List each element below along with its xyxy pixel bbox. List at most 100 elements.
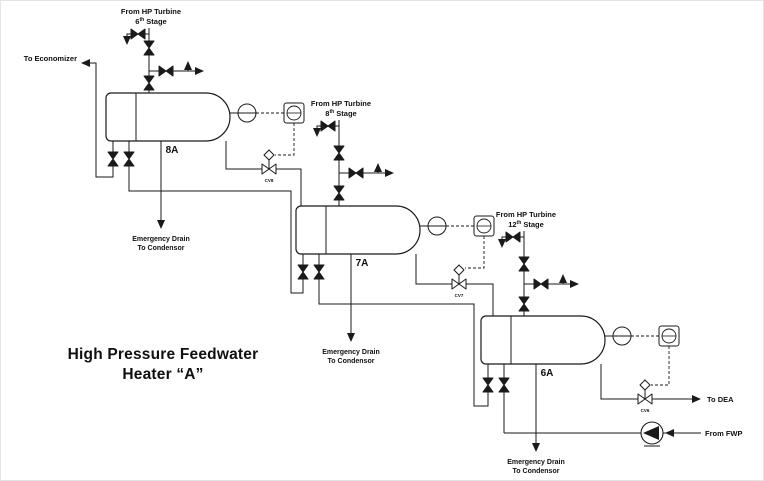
steam-source-label-6a-line2: 12th Stage (508, 220, 544, 229)
steam-block-valve1-8a (143, 40, 155, 56)
vessel-tag-7a: 7A (356, 258, 369, 269)
fw-outlet-pipe-6a (474, 364, 489, 407)
emergency-drain-arrow-7a (347, 333, 355, 342)
feedwater-pump: From FWP (504, 421, 743, 447)
to-dea-arrow (692, 395, 701, 403)
fw-inlet-pipe-7a (318, 254, 488, 407)
steam-inlet-7a: From HP Turbine 8th Stage (311, 99, 394, 206)
emergency-drain-7a: Emergency Drain To Condensor (322, 254, 380, 365)
signal-to-cv7 (465, 236, 485, 269)
vent-stub-valve-8a (130, 28, 146, 40)
normal-drain-8a: CV8 (225, 141, 302, 206)
level-gauge-icon-7a (427, 216, 447, 236)
steam-source-label-7a-line2: 8th Stage (325, 109, 356, 118)
emergency-drain-arrow-8a (157, 220, 165, 229)
vent-branch-valve-6a (533, 278, 549, 290)
to-dea-label: To DEA (707, 395, 734, 404)
vent-branch-arrow-right-8a (195, 67, 204, 75)
level-controller-icon-6a (658, 325, 680, 347)
normal-drain-pipe-6a (600, 364, 699, 400)
vessel-tag-6a: 6A (541, 368, 554, 379)
emergency-drain-label-8a-line1: Emergency Drain (132, 236, 190, 243)
steam-source-label-6a-line1: From HP Turbine (496, 210, 556, 219)
fw-outlet-valve-7a (297, 264, 309, 280)
vent-branch-arrow-up-6a (559, 274, 567, 283)
diagram-title: High Pressure Feedwater Heater “A” (68, 346, 259, 383)
vent-branch-pipe-6a (524, 276, 577, 285)
steam-block-valve2-7a (333, 185, 345, 201)
heater-7a: 7A From HP Turbine 8th Stage Emergency D… (291, 99, 495, 407)
level-instruments-6a (605, 325, 680, 386)
signal-to-cv6 (651, 346, 670, 386)
control-valve-cv6 (637, 379, 653, 405)
emergency-drain-label-7a-line1: Emergency Drain (322, 349, 380, 356)
vessel-8a (105, 92, 231, 142)
control-valve-cv7 (451, 264, 467, 290)
steam-source-label-7a-line1: From HP Turbine (311, 99, 371, 108)
vent-branch-valve-7a (348, 167, 364, 179)
vent-branch-arrow-right-6a (570, 280, 579, 288)
control-valve-label-cv6: CV6 (641, 408, 650, 413)
vent-stub-arrow-7a (313, 128, 321, 137)
title-line2: Heater “A” (122, 366, 203, 383)
level-controller-icon-8a (283, 102, 305, 124)
from-fwp-label: From FWP (705, 429, 743, 438)
vessel-tag-8a: 8A (166, 145, 179, 156)
fw-outlet-valve-8a (107, 151, 119, 167)
emergency-drain-label-6a-line2: To Condensor (513, 468, 560, 475)
level-controller-icon-7a (473, 215, 495, 237)
steam-block-valve2-8a (143, 75, 155, 91)
control-valve-label-cv7: CV7 (455, 293, 464, 298)
heater-6a: 6A From HP Turbine 12th Stage Emergency … (474, 210, 734, 475)
vent-branch-pipe-8a (149, 63, 202, 72)
vent-branch-arrow-up-8a (184, 61, 192, 70)
vent-branch-pipe-7a (339, 165, 392, 174)
vent-stub-pipe-7a (316, 125, 339, 134)
emergency-drain-label-7a-line2: To Condensor (328, 358, 375, 365)
fw-inlet-valve-8a (123, 151, 135, 167)
signal-to-cv8 (275, 123, 295, 156)
vent-stub-valve-6a (505, 231, 521, 243)
emergency-drain-arrow-6a (532, 443, 540, 452)
vent-stub-arrow-8a (123, 36, 131, 45)
vessel-7a (295, 205, 421, 255)
fw-outlet-valve-6a (482, 377, 494, 393)
emergency-drain-6a: Emergency Drain To Condensor (507, 364, 565, 475)
steam-inlet-6a: From HP Turbine 12th Stage (496, 210, 579, 316)
steam-inlet-8a: From HP Turbine 6th Stage (121, 7, 204, 93)
vent-stub-valve-7a (320, 120, 336, 132)
vessel-6a (480, 315, 606, 365)
control-valve-label-cv8: CV8 (265, 178, 274, 183)
title-line1: High Pressure Feedwater (68, 346, 259, 363)
fw-inlet-valve-7a (313, 264, 325, 280)
fw-outlet-pipe-7a (291, 254, 304, 294)
feedwater-piping-6a (474, 364, 510, 433)
pump-suction-arrow (665, 429, 674, 437)
steam-source-label-8a-line2: 6th Stage (135, 17, 166, 26)
feedwater-piping-8a: To Economizer (24, 54, 303, 294)
vent-branch-valve-8a (158, 65, 174, 77)
fw-inlet-pipe-8a (128, 141, 303, 294)
level-gauge-icon-6a (612, 326, 632, 346)
fw-inlet-valve-6a (498, 377, 510, 393)
steam-source-label-8a-line1: From HP Turbine (121, 7, 181, 16)
emergency-drain-8a: Emergency Drain To Condensor (132, 141, 190, 252)
to-economizer-label: To Economizer (24, 54, 77, 63)
emergency-drain-label-8a-line2: To Condensor (138, 245, 185, 252)
level-instruments-7a (420, 215, 495, 269)
level-instruments-8a (230, 102, 305, 156)
steam-block-valve1-7a (333, 145, 345, 161)
feedwater-piping-7a (291, 254, 488, 407)
economizer-arrow (81, 59, 90, 67)
normal-drain-6a: CV6 To DEA (600, 364, 734, 413)
level-gauge-icon-8a (237, 103, 257, 123)
vent-stub-pipe-6a (501, 236, 524, 245)
steam-block-valve2-6a (518, 296, 530, 312)
vent-branch-arrow-right-7a (385, 169, 394, 177)
emergency-drain-label-6a-line1: Emergency Drain (507, 459, 565, 466)
vent-branch-arrow-up-7a (374, 163, 382, 172)
pump-icon (640, 421, 664, 447)
control-valve-cv8 (261, 149, 277, 175)
normal-drain-7a: CV7 (415, 254, 494, 316)
